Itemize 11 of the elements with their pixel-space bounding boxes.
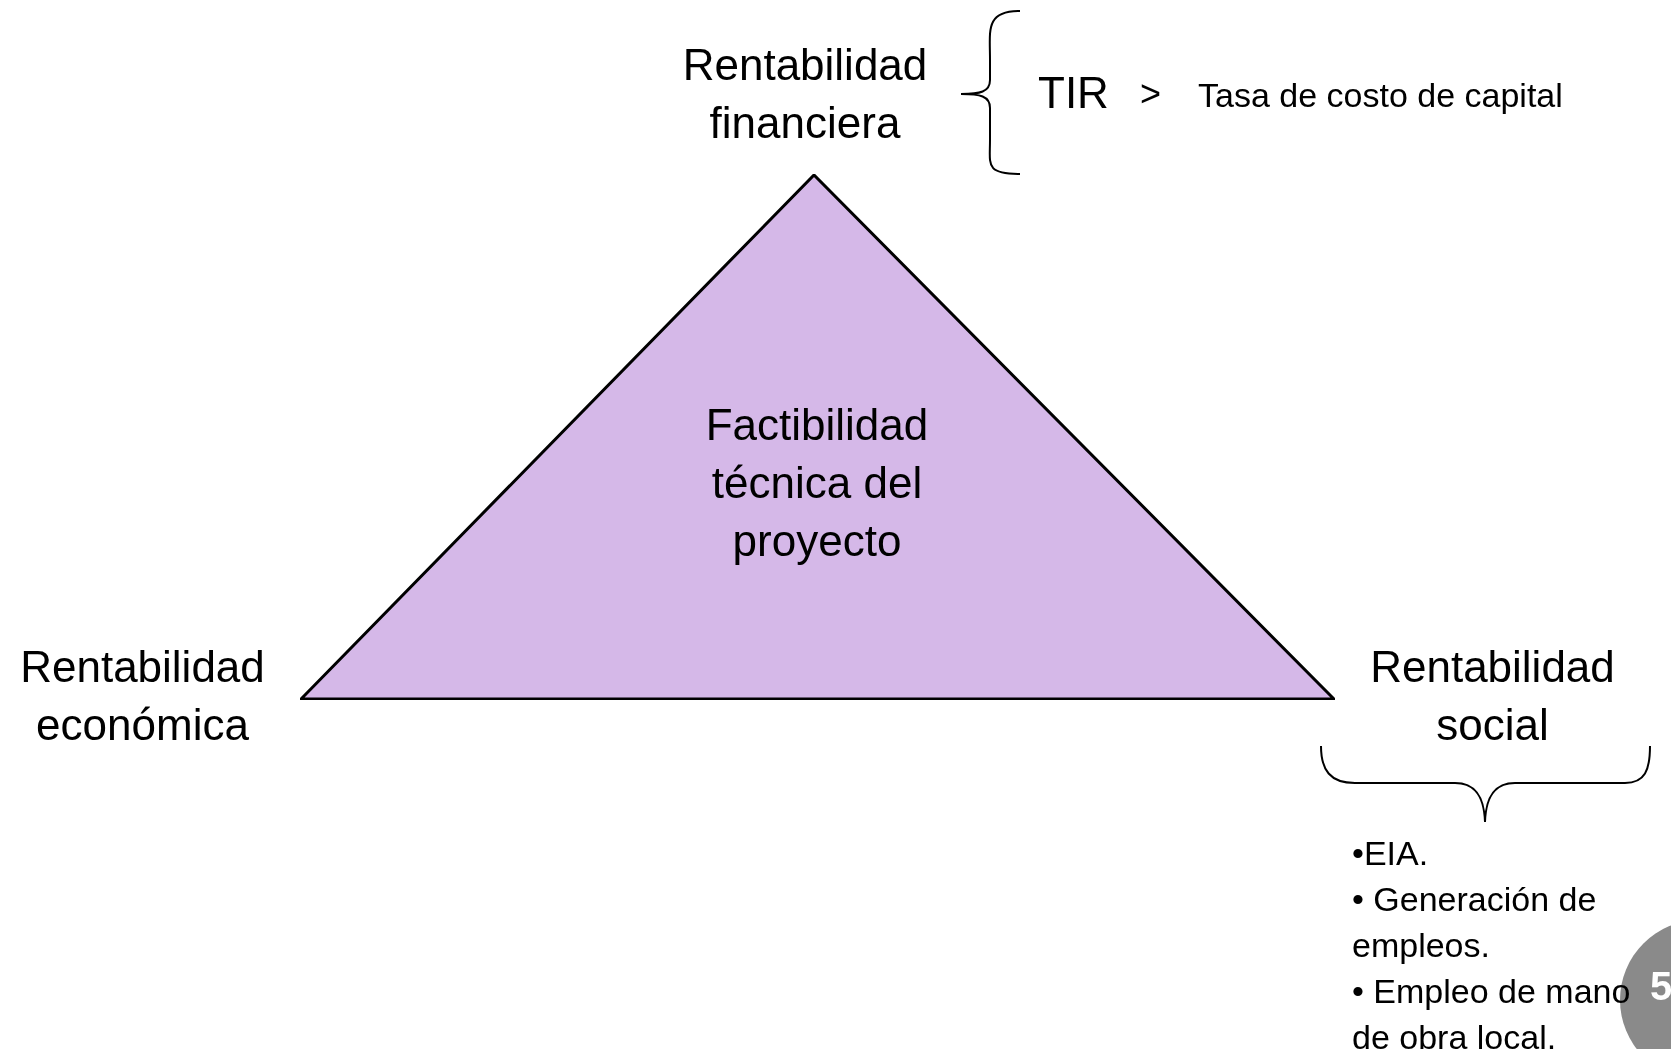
page-number: 5 bbox=[1650, 963, 1671, 1010]
text-label: •EIA. bbox=[1352, 833, 1429, 874]
text-label: • Generación de empleos. bbox=[1352, 879, 1598, 966]
text-label: Rentabilidad social bbox=[1369, 641, 1616, 751]
text-label: Tasa de costo de capital bbox=[1198, 75, 1563, 116]
node-label: Factibilidad técnica del proyecto bbox=[704, 399, 930, 567]
text-label: Rentabilidad económica bbox=[19, 641, 266, 751]
text-label: • Empleo de mano de obra local. bbox=[1352, 971, 1632, 1049]
text-label: TIR bbox=[1038, 67, 1109, 119]
text-label: > bbox=[1140, 72, 1162, 116]
text-label: Rentabilidad financiera bbox=[681, 39, 929, 149]
